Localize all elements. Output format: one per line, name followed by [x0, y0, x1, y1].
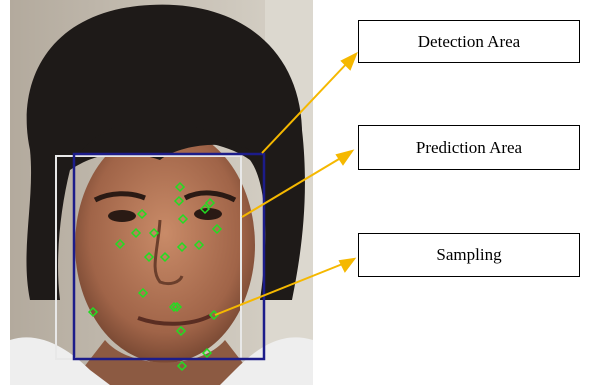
prediction-area-label-box: Prediction Area [358, 125, 580, 170]
detection-area-label: Detection Area [417, 31, 521, 51]
prediction-area-label: Prediction Area [415, 137, 523, 157]
sampling-label-box: Sampling [358, 233, 580, 277]
sampling-arrowhead [338, 257, 357, 273]
face-photo [10, 0, 313, 385]
sampling-label: Sampling [436, 245, 502, 264]
detection-arrowhead [340, 51, 358, 71]
prediction-arrowhead [335, 149, 355, 166]
detection-area-label-box: Detection Area [358, 20, 580, 63]
